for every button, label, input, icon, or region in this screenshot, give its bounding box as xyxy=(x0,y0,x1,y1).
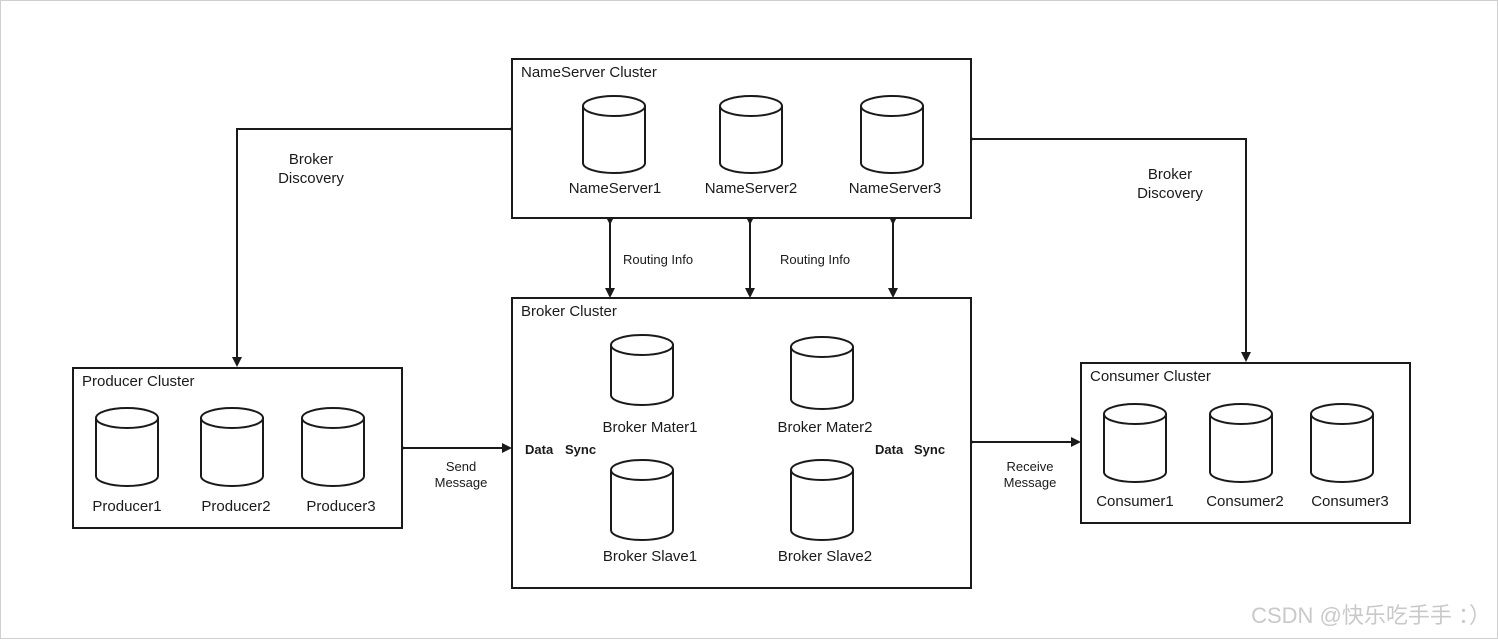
send-message-line-2: Message xyxy=(434,475,488,490)
broker-slave-2-label: Broker Slave2 xyxy=(777,548,873,565)
routing-info-left-label: Routing Info xyxy=(623,252,694,267)
nameserver-cluster-title: NameServer Cluster xyxy=(521,64,657,81)
broker-discovery-left-label: Broker Discovery xyxy=(271,150,351,188)
receive-message-line-1: Receive xyxy=(1006,459,1054,474)
send-message-line-1: Send xyxy=(445,459,477,474)
receive-message-line-2: Message xyxy=(1003,475,1057,490)
send-message-label: Send Message xyxy=(426,459,496,491)
data-sync-right-sync-label: Sync xyxy=(914,442,946,457)
broker-cluster: Broker Cluster xyxy=(511,297,972,589)
consumer-node-1-label: Consumer1 xyxy=(1096,493,1174,510)
csdn-watermark: CSDN @快乐吃手手 ：） xyxy=(1251,603,1491,628)
producer-cluster-title: Producer Cluster xyxy=(82,373,195,390)
database-icon xyxy=(610,334,674,406)
database-icon xyxy=(1310,403,1374,483)
producer-node-2-label: Producer2 xyxy=(201,498,271,515)
database-icon xyxy=(200,407,264,487)
producer-node-3-label: Producer3 xyxy=(306,498,376,515)
broker-master-2-label: Broker Mater2 xyxy=(777,419,873,436)
consumer-node-2-label: Consumer2 xyxy=(1206,493,1284,510)
broker-discovery-left-connector xyxy=(232,124,518,367)
broker-discovery-right-label: Broker Discovery xyxy=(1130,165,1210,203)
database-icon xyxy=(301,407,365,487)
database-icon xyxy=(582,95,646,174)
database-icon xyxy=(860,95,924,174)
broker-discovery-right-line-1: Broker xyxy=(1147,166,1193,183)
nameserver-node-1-label: NameServer1 xyxy=(568,180,662,197)
database-icon xyxy=(719,95,783,174)
nameserver-node-3-label: NameServer3 xyxy=(848,180,942,197)
data-sync-left-data-label: Data xyxy=(525,442,554,457)
broker-discovery-right-connector xyxy=(965,134,1251,362)
consumer-node-3-label: Consumer3 xyxy=(1311,493,1389,510)
consumer-cluster-title: Consumer Cluster xyxy=(1090,368,1211,385)
broker-discovery-right-line-2: Discovery xyxy=(1137,185,1203,202)
broker-discovery-left-line-2: Discovery xyxy=(278,170,344,187)
database-icon xyxy=(1209,403,1273,483)
nameserver-node-2-label: NameServer2 xyxy=(704,180,798,197)
routing-info-right-label: Routing Info xyxy=(780,252,851,267)
data-sync-left-sync-label: Sync xyxy=(565,442,597,457)
producer-node-1-label: Producer1 xyxy=(92,498,162,515)
data-sync-right-data-label: Data xyxy=(875,442,904,457)
receive-message-label: Receive Message xyxy=(995,459,1065,491)
database-icon xyxy=(790,336,854,410)
broker-slave-1-label: Broker Slave1 xyxy=(602,548,698,565)
database-icon xyxy=(790,459,854,541)
database-icon xyxy=(95,407,159,487)
broker-discovery-left-line-1: Broker xyxy=(288,151,334,168)
broker-cluster-title: Broker Cluster xyxy=(521,303,617,320)
database-icon xyxy=(610,459,674,541)
database-icon xyxy=(1103,403,1167,483)
broker-master-1-label: Broker Mater1 xyxy=(602,419,698,436)
